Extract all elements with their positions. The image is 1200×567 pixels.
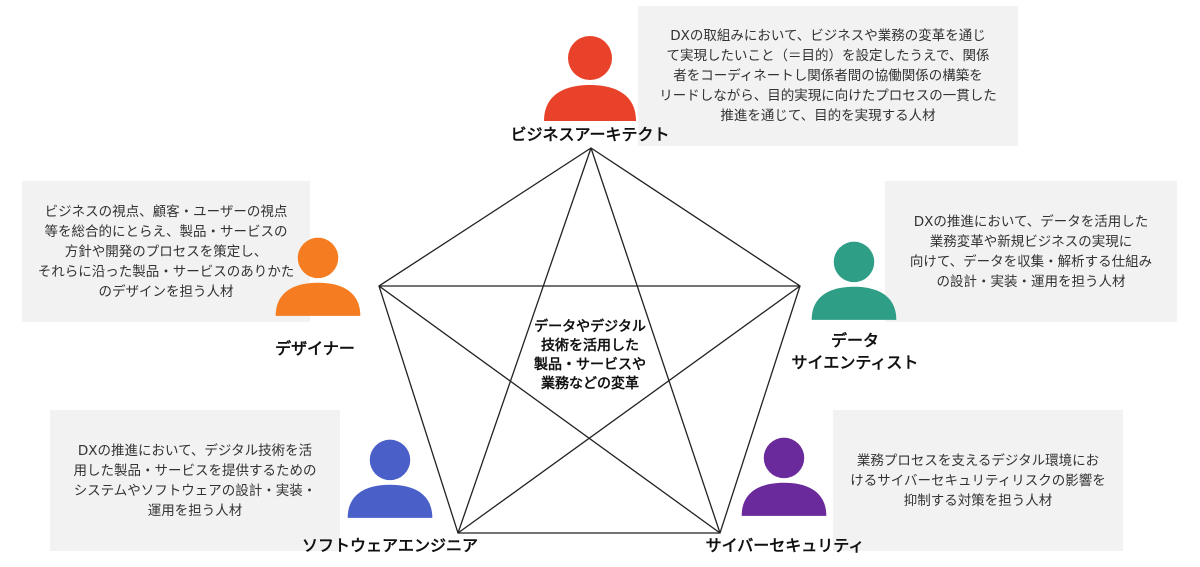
star-line: [457, 147, 592, 534]
cyber-security-person-icon: [741, 437, 827, 516]
cyber-security-description: 業務プロセスを支えるデジタル環境にお けるサイバーセキュリティリスクの影響を 抑…: [833, 410, 1123, 551]
designer-title: デザイナー: [275, 339, 355, 358]
center-text: データやデジタル 技術を活用した 製品・サービスや 業務などの変革: [534, 319, 646, 392]
data-scientist-person-icon: [811, 241, 897, 320]
software-engineer-title: ソフトウェアエンジニア: [301, 536, 478, 555]
designer-person-icon: [275, 237, 361, 316]
software-engineer-person-icon: [347, 439, 433, 518]
star-lines: [378, 147, 801, 534]
software-engineer-description: DXの推進において、デジタル技術を活 用した製品・サービスを提供するための シス…: [50, 410, 340, 551]
star-line: [378, 285, 721, 534]
star-line: [457, 285, 801, 534]
business-architect-description: DXの取組みにおいて、ビジネスや業務の変革を通じ て実現したいこと（＝目的）を設…: [638, 6, 1018, 146]
cyber-security-title: サイバーセキュリティ: [705, 536, 865, 555]
pentagon-outline: [378, 147, 801, 534]
business-architect-title: ビジネスアーキテクト: [510, 125, 670, 144]
star-line: [590, 147, 721, 534]
data-scientist-description: DXの推進において、データを活用した 業務変革や新規ビジネスの実現に 向けて、デ…: [885, 181, 1177, 322]
designer-description: ビジネスの視点、顧客・ユーザーの視点 等を総合的にとらえ、製品・サービスの 方針…: [22, 181, 310, 322]
data-scientist-title: データ サイエンティスト: [791, 331, 919, 372]
business-architect-person-icon: [544, 36, 636, 121]
